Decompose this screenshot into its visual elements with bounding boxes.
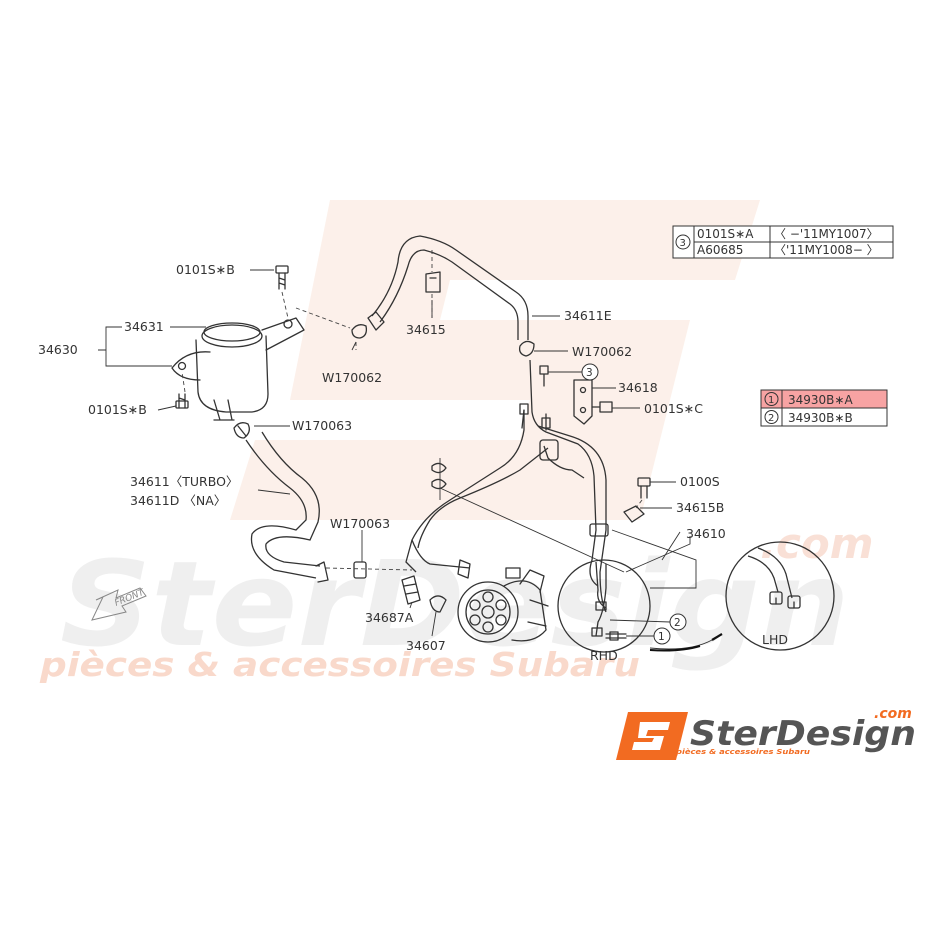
rhd-detail bbox=[557, 559, 651, 653]
clip-34615 bbox=[425, 271, 441, 293]
label-34611d: 34611D 〈NA〉 bbox=[130, 493, 226, 508]
variant-row-2-part: A60685 bbox=[697, 243, 743, 257]
pipe-34610 bbox=[405, 359, 609, 613]
label-34618: 34618 bbox=[618, 380, 658, 395]
hose-row-2-part: 34930B∗B bbox=[788, 411, 853, 425]
label-rhd: RHD bbox=[590, 648, 618, 663]
variant-table: 3 0101S∗A 〈 −'11MY1007〉 A60685 〈'11MY100… bbox=[672, 225, 894, 259]
reservoir-assembly bbox=[171, 265, 305, 421]
label-34631: 34631 bbox=[124, 319, 164, 334]
clamp-34607 bbox=[429, 595, 447, 613]
label-0101s-b-top: 0101S∗B bbox=[176, 262, 235, 277]
logo-badge-mark bbox=[632, 722, 670, 750]
label-lhd: LHD bbox=[762, 632, 788, 647]
front-arrow-icon bbox=[91, 587, 147, 621]
leader-lines bbox=[98, 269, 691, 637]
callout-1-rhd: 1 bbox=[653, 627, 671, 645]
watermark-tagline: pièces & accessoires Subaru bbox=[39, 645, 640, 684]
label-34687a: 34687A bbox=[365, 610, 414, 625]
clamp-w170063-top bbox=[233, 422, 250, 439]
reservoir-outlet bbox=[213, 399, 235, 421]
variant-row-2-range: 〈'11MY1008− 〉 bbox=[774, 243, 879, 257]
label-34607: 34607 bbox=[406, 638, 446, 653]
rhd-detail-circle bbox=[557, 559, 651, 653]
label-0101s-c: 0101S∗C bbox=[644, 401, 703, 416]
label-34610: 34610 bbox=[686, 526, 726, 541]
reservoir-cap bbox=[201, 324, 263, 348]
union-34687a bbox=[401, 575, 421, 605]
label-w170062-right: W170062 bbox=[572, 344, 632, 359]
callout-2-rhd: 2 bbox=[669, 613, 687, 631]
hose-row-1-key: 1 bbox=[768, 395, 774, 406]
svg-text:3: 3 bbox=[586, 367, 593, 379]
label-0100s: 0100S bbox=[680, 474, 720, 489]
logo-dotcom: .com bbox=[874, 706, 912, 722]
clip-34615b bbox=[623, 505, 645, 523]
label-34615b: 34615B bbox=[676, 500, 724, 515]
watermark-dotcom: .com bbox=[760, 519, 873, 568]
hose-table: 1 2 34930B∗A 34930B∗B bbox=[760, 389, 888, 427]
part-labels: 0101S∗B 34631 34630 0101S∗B W170062 W170… bbox=[38, 262, 788, 663]
hose-34611 bbox=[245, 431, 329, 583]
logo-name: SterDesign bbox=[690, 714, 916, 754]
hose-row-1-part: 34930B∗A bbox=[788, 393, 853, 407]
clamp-w170063-mid bbox=[353, 561, 367, 579]
svg-text:3: 3 bbox=[680, 238, 686, 249]
bolt-0101s-b-top bbox=[275, 265, 289, 290]
hose-34611e bbox=[367, 235, 529, 340]
label-0101s-b-bottom: 0101S∗B bbox=[88, 402, 147, 417]
svg-text:1: 1 bbox=[658, 631, 665, 643]
label-w170062-left: W170062 bbox=[322, 370, 382, 385]
variant-row-1-range: 〈 −'11MY1007〉 bbox=[774, 227, 879, 241]
label-34611: 34611〈TURBO〉 bbox=[130, 474, 238, 489]
label-w170063-mid: W170063 bbox=[330, 516, 390, 531]
clamp-w170062-left bbox=[351, 324, 368, 339]
hose-clamp-pair bbox=[431, 458, 447, 500]
lhd-detail bbox=[725, 541, 835, 651]
watermark-brand: SterDesign bbox=[60, 535, 850, 673]
bolt-0101s-b-bottom bbox=[175, 393, 189, 409]
lhd-detail-circle bbox=[725, 541, 835, 651]
small-bolt-callout-3 bbox=[539, 365, 549, 387]
label-w170063-top: W170063 bbox=[292, 418, 352, 433]
logo-tagline: pièces & accessoires Subaru bbox=[675, 748, 810, 756]
svg-text:2: 2 bbox=[674, 617, 681, 629]
watermark: SterDesign .com pièces & accessoires Sub… bbox=[39, 200, 873, 684]
label-34630: 34630 bbox=[38, 342, 78, 357]
callout-3-near-clamp: 3 bbox=[581, 363, 599, 381]
label-34615: 34615 bbox=[406, 322, 446, 337]
clamp-w170062-right bbox=[518, 340, 535, 357]
label-34611e: 34611E bbox=[564, 308, 612, 323]
variant-row-1-part: 0101S∗A bbox=[697, 227, 754, 241]
power-steering-pump bbox=[457, 567, 549, 643]
sterdesign-logo[interactable]: SterDesign .com pièces & accessoires Sub… bbox=[616, 706, 916, 760]
variant-table-key bbox=[675, 234, 691, 250]
reservoir-tank bbox=[195, 335, 269, 413]
watermark-s-logo bbox=[230, 200, 760, 520]
hose-row-2-key: 2 bbox=[768, 413, 774, 424]
